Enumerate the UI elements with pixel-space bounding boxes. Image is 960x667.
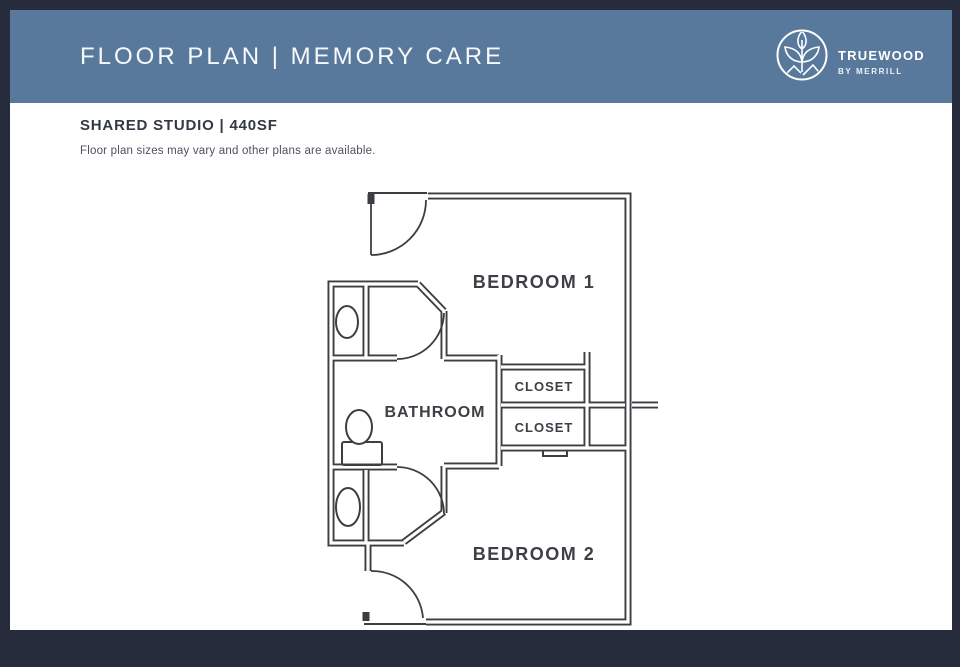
door-swings: [370, 199, 445, 619]
leaf-circle-icon: [776, 29, 828, 81]
bathroom-lower-door-arc: [396, 466, 445, 515]
walls: [327, 192, 658, 626]
fixtures: [335, 305, 383, 527]
room-label-bedroom2: BEDROOM 2: [473, 544, 596, 564]
sink-icon: [345, 409, 373, 445]
entry-door-arc: [370, 199, 427, 256]
room-label-bathroom: BATHROOM: [384, 404, 485, 421]
room-labels: BEDROOM 1 BEDROOM 2 BATHROOM CLOSET CLOS…: [384, 272, 596, 564]
vanity-counter: [341, 441, 383, 466]
toilet-icon: [335, 487, 361, 527]
page-canvas: FLOOR PLAN | MEMORY CARE TRUEWOOD BY MER…: [10, 10, 952, 630]
bud: [797, 32, 807, 50]
header-bar: FLOOR PLAN | MEMORY CARE TRUEWOOD BY MER…: [10, 10, 952, 103]
brand-tagline: BY MERRILL: [838, 67, 903, 76]
room-label-closet-2: CLOSET: [515, 420, 574, 435]
plan-disclaimer: Floor plan sizes may vary and other plan…: [80, 145, 376, 157]
room-label-closet-1: CLOSET: [515, 379, 574, 394]
thresholds: [364, 192, 568, 625]
brand-name: TRUEWOOD: [838, 48, 925, 63]
plan-title: SHARED STUDIO | 440SF: [80, 117, 278, 134]
page-title: FLOOR PLAN | MEMORY CARE: [80, 42, 505, 70]
bathroom-upper-door-arc: [396, 312, 445, 360]
room-label-bedroom1: BEDROOM 1: [473, 272, 596, 292]
bedroom2-door-arc: [370, 570, 424, 619]
toilet-icon: [335, 305, 359, 339]
left-leaf: [784, 46, 803, 63]
right-leaf: [801, 46, 820, 63]
brand-logo: [769, 22, 835, 88]
